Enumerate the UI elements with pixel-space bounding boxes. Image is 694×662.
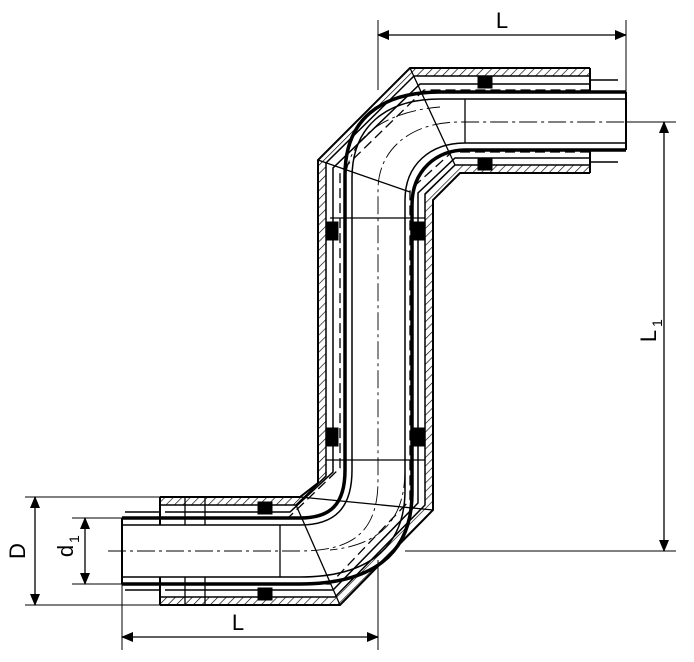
casing-hatch-bottom-right — [160, 165, 590, 605]
bend-arc-top — [344, 106, 441, 179]
label-L1: L — [636, 330, 661, 342]
carrier-pipe — [121, 90, 627, 586]
extension-lines — [25, 20, 676, 650]
connector-7 — [257, 501, 273, 515]
connector-8 — [257, 587, 273, 601]
label-top-L: L — [496, 8, 508, 33]
joint-lines — [184, 67, 456, 606]
label-L1-sub: 1 — [649, 319, 665, 327]
joint-bottom-mid — [299, 496, 434, 511]
label-D: D — [5, 543, 30, 559]
casing-hatch-top-left — [160, 68, 590, 505]
pipe-wall-left-inner — [122, 98, 626, 526]
dimension-labels: L L 1 L D d 1 — [5, 8, 665, 635]
label-d1: d — [53, 545, 78, 557]
label-L1-group: L 1 — [636, 319, 665, 342]
casing-inner-left-edge — [160, 75, 590, 506]
connector-2 — [411, 221, 425, 241]
joint-top-mid — [317, 159, 411, 193]
connector-1 — [325, 221, 339, 241]
casing-outer-right-edge — [160, 172, 590, 606]
insulation-layer — [125, 79, 618, 591]
casing-inner-right-edge — [160, 164, 590, 598]
casing-outer-left-edge — [160, 67, 590, 498]
connector-blocks — [257, 75, 493, 601]
pipe-wall-left — [122, 90, 626, 520]
label-d1-sub: 1 — [66, 535, 82, 543]
wire-left-solid — [165, 83, 590, 513]
bend-arc-bottom — [329, 469, 406, 551]
connector-5 — [477, 75, 493, 89]
pipe-centerline — [108, 121, 640, 552]
wire-left-dashed — [165, 89, 590, 519]
connector-6 — [477, 157, 493, 171]
pipe-wall-right-inner — [122, 142, 626, 578]
joint-top-upper — [409, 67, 456, 166]
connector-3 — [325, 427, 339, 447]
label-bottom-L: L — [232, 610, 244, 635]
joint-bottom-lower — [295, 504, 341, 606]
label-D-group: D — [5, 543, 30, 559]
pipe-wall-right — [122, 148, 626, 586]
dimension-lines — [30, 30, 669, 642]
centerlines — [108, 106, 640, 552]
label-d1-group: d 1 — [53, 535, 82, 557]
connector-4 — [411, 427, 425, 447]
